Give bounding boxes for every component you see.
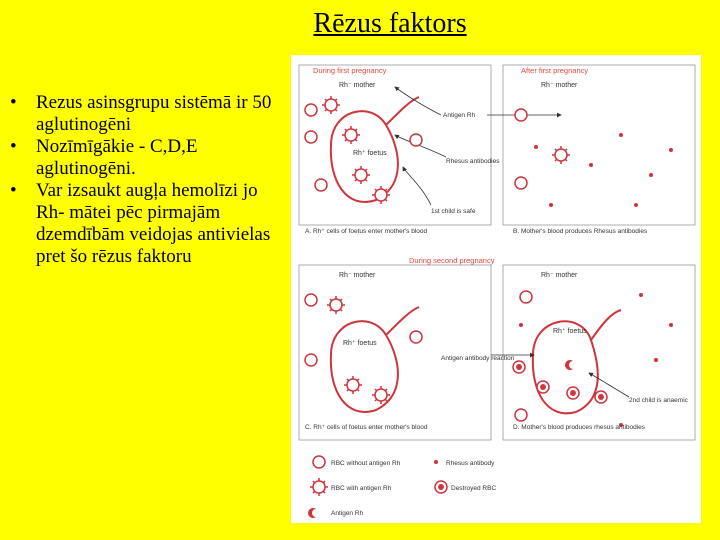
rbc-without-antigen-icon (304, 130, 318, 144)
womb-d (531, 320, 599, 415)
rhesus-antibody-icon (654, 358, 658, 362)
rbc-without-antigen-icon (304, 353, 318, 367)
label-rh-neg-mother-b: Rh⁻ mother (541, 82, 578, 89)
rbc-with-antigen-icon (310, 478, 328, 496)
label-rhesus-antibodies: Rhesus antibodies (446, 158, 500, 165)
arrow-child-safe (402, 166, 432, 206)
bullet-marker: • (10, 180, 17, 201)
destroyed-rbc-icon (512, 360, 526, 374)
rbc-without-antigen-icon (519, 290, 533, 304)
destroyed-rbc-icon (536, 380, 550, 394)
rbc-without-antigen-icon (304, 103, 318, 117)
caption-b: B. Mother's blood produces Rhesus antibo… (513, 228, 648, 235)
bullet-item: • Var izsaukt augļa hemolīzi jo Rh- māte… (8, 180, 283, 268)
label-antigen-rh: Antigen Rh (443, 112, 476, 119)
rhesus-antibody-icon (534, 145, 538, 149)
rhesus-antibody-icon (669, 148, 673, 152)
arrow-antigen-a (394, 86, 442, 116)
antigen-group (308, 360, 573, 518)
header-second-pregnancy: During second pregnancy (409, 256, 495, 265)
legend-label: Rhesus antibody (446, 460, 495, 467)
cord-c (385, 306, 420, 336)
panel-b-frame (502, 64, 696, 226)
bullet-marker: • (10, 136, 17, 157)
legend-label: RBC without antigen Rh (331, 460, 401, 467)
slide-title: Rēzus faktors (313, 8, 467, 39)
rhesus-antibody-icon (589, 163, 593, 167)
rbc-without-antigen-icon (409, 133, 423, 147)
caption-c: C. Rh⁺ cells of foetus enter mother's bl… (305, 424, 428, 431)
destroyed-rbc-icon (566, 386, 580, 400)
antigen-rh-icon (308, 508, 316, 518)
rhesus-diagram-svg: During first pregnancy After first pregn… (298, 64, 696, 518)
destroyed-rbc-icon (434, 480, 448, 494)
caption-d: D. Mother's blood produces rhesus antibo… (513, 424, 646, 431)
label-rh-neg-mother-a: Rh⁻ mother (339, 82, 376, 89)
label-rh-neg-mother-d: Rh⁻ mother (541, 272, 578, 279)
rhesus-antibody-icon (434, 460, 438, 464)
rhesus-diagram: During first pregnancy After first pregn… (291, 55, 701, 523)
header-after-first: After first pregnancy (521, 66, 588, 75)
womb-c (329, 320, 399, 413)
label-rh-pos-foetus-c: Rh⁺ foetus (343, 339, 377, 347)
label-first-child-safe: 1st child is safe (431, 208, 476, 215)
rbc-with-antigen-icon (372, 186, 390, 204)
panel-c-frame (298, 264, 492, 441)
rhesus-antibody-icon (634, 203, 638, 207)
destroyed-rbc-icon (594, 390, 608, 404)
rhesus-antibody-icon (669, 323, 673, 327)
panel-a-frame (298, 64, 492, 226)
label-rh-pos-foetus-d: Rh⁺ foetus (553, 327, 587, 335)
cord-d (590, 309, 622, 341)
rbc-without-antigen-icon (312, 455, 326, 469)
label-rh-neg-mother-c: Rh⁻ mother (339, 272, 376, 279)
legend-label: Destroyed RBC (451, 485, 496, 492)
header-first-pregnancy: During first pregnancy (313, 66, 387, 75)
rhesus-antibody-icon (619, 423, 623, 427)
rbc-without-antigen-icon (409, 330, 423, 344)
rbc-with-antigen-icon (552, 146, 570, 164)
label-rh-pos-foetus-a: Rh⁺ foetus (353, 149, 387, 157)
rbc-with-antigen-icon (342, 126, 360, 144)
rhesus-antibody-icon (639, 293, 643, 297)
rhesus-antibody-icon (649, 173, 653, 177)
rhesus-antibody-icon (519, 323, 523, 327)
cord-a (385, 96, 420, 126)
rhesus-antibody-icon (549, 203, 553, 207)
womb-a (329, 110, 399, 203)
panel-d-frame (502, 264, 696, 441)
legend-label: Antigen Rh (331, 510, 364, 517)
label-antigen-antibody-reaction: Antigen antibody reaction (441, 355, 515, 362)
legend-label: RBC with antigen Rh (331, 485, 392, 492)
bullet-text: Rezus asinsgrupu sistēmā ir 50 aglutinog… (36, 92, 272, 135)
rbc-without-antigen-icon (514, 408, 528, 422)
label-second-child-anaemic: 2nd child is anaemic (629, 397, 689, 404)
bullet-marker: • (10, 92, 17, 113)
antigen-rh-icon (565, 360, 573, 371)
bullet-item: • Nozīmīgākie - C,D,E aglutinogēni. (8, 136, 283, 180)
rhesus-antibody-icon (619, 133, 623, 137)
antibody-group (434, 133, 673, 464)
rbc-with-antigen-icon (327, 296, 345, 314)
bullet-text: Nozīmīgākie - C,D,E aglutinogēni. (36, 136, 198, 179)
rbc-without-antigen-icon (514, 108, 528, 122)
caption-a: A. Rh⁺ cells of foetus enter mother's bl… (305, 228, 427, 235)
rbc-without-antigen-group (304, 103, 533, 469)
rbc-with-antigen-icon (352, 166, 370, 184)
arrow-child-anaemic (588, 372, 630, 398)
rbc-with-antigen-group (310, 96, 570, 496)
rbc-with-antigen-icon (322, 96, 340, 114)
rbc-with-antigen-icon (372, 386, 390, 404)
rbc-with-antigen-icon (344, 376, 362, 394)
rbc-without-antigen-icon (514, 176, 528, 190)
rbc-without-antigen-icon (314, 178, 328, 192)
bullet-item: • Rezus asinsgrupu sistēmā ir 50 aglutin… (8, 92, 283, 136)
bullet-list: • Rezus asinsgrupu sistēmā ir 50 aglutin… (8, 92, 283, 268)
destroyed-rbc-group (434, 360, 608, 494)
rbc-without-antigen-icon (304, 293, 318, 307)
bullet-text: Var izsaukt augļa hemolīzi jo Rh- mātei … (36, 180, 271, 267)
